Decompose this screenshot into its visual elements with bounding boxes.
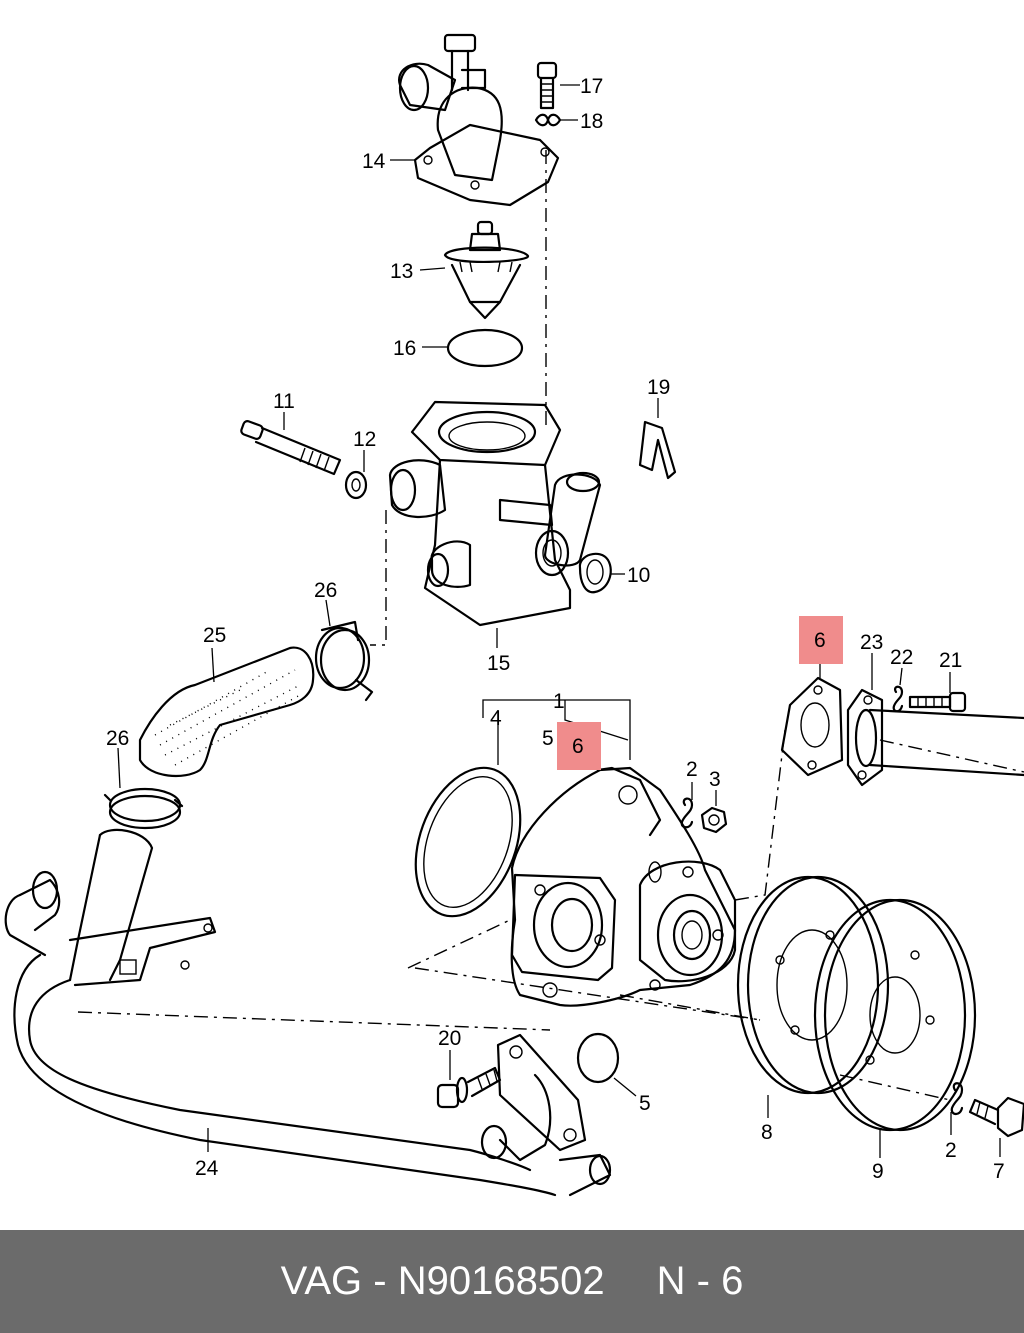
- hose-clamp-26-upper-part: [314, 620, 374, 702]
- brand-label: VAG: [280, 1259, 363, 1303]
- footer-dash: -: [373, 1259, 387, 1303]
- diagram-ref: N: [656, 1259, 686, 1303]
- pipe-flange-23-part: [846, 688, 1024, 787]
- o-ring-16-part: [446, 328, 524, 368]
- part-number-footer: VAG - N90168502 N - 6: [0, 1230, 1024, 1333]
- gasket-10-part: [578, 552, 612, 594]
- washer-18-part: [534, 113, 562, 127]
- water-pump-1-part: [510, 766, 737, 1007]
- callout-9: 9: [872, 1160, 884, 1183]
- callout-6-center: 6: [572, 735, 584, 758]
- footer-dash-2: -: [696, 1259, 710, 1303]
- part-number: N90168502: [397, 1259, 605, 1303]
- thermostat-13-part: [443, 220, 530, 320]
- callout-19: 19: [647, 376, 670, 399]
- bolt-20-part: [436, 1066, 502, 1109]
- spring-washer-2-part: [950, 1082, 964, 1116]
- assembly-lines: [77, 150, 1024, 1101]
- callout-20: 20: [438, 1027, 461, 1050]
- callout-21: 21: [939, 649, 962, 672]
- callout-6-right: 6: [814, 629, 826, 652]
- callout-10: 10: [627, 564, 650, 587]
- callout-11: 11: [273, 390, 295, 413]
- callout-15: 15: [487, 652, 510, 675]
- position-number: 6: [721, 1259, 744, 1303]
- callout-7: 7: [993, 1160, 1005, 1183]
- spring-clip-2-part: [680, 797, 694, 829]
- callout-labels: 17 18 14 13 16 11 19 12 10 26 25 15 6 23…: [106, 75, 1005, 1183]
- pulley-9-part: [813, 898, 977, 1132]
- callout-3: 3: [709, 768, 721, 791]
- o-ring-5-part: [576, 1032, 620, 1084]
- callout-17: 17: [580, 75, 603, 98]
- leader-lines: [117, 84, 1001, 1158]
- callout-23: 23: [860, 631, 883, 654]
- callout-14: 14: [362, 150, 386, 173]
- bolt-21-part: [908, 691, 967, 713]
- callout-26-upper: 26: [314, 579, 337, 602]
- washer-12-part: [344, 470, 368, 500]
- washer-22-part: [892, 685, 904, 713]
- callout-5-upper: 5: [542, 727, 554, 750]
- gasket-4-part: [414, 766, 522, 918]
- bolt-11-part: [240, 420, 342, 476]
- callout-12: 12: [353, 428, 376, 451]
- clip-19-part: [638, 420, 677, 480]
- coolant-flange-15-part: [388, 400, 602, 627]
- pipe-flange-part: [480, 1033, 612, 1197]
- bolt-17-part: [536, 61, 558, 110]
- callout-25: 25: [203, 624, 226, 647]
- callout-4: 4: [490, 707, 502, 730]
- callout-13: 13: [390, 260, 413, 283]
- thermostat-cover-part: [398, 33, 560, 207]
- callout-8: 8: [761, 1121, 773, 1144]
- bolt-7-part: [968, 1096, 1024, 1138]
- coolant-pipe-24-part: [4, 828, 557, 1197]
- callout-18: 18: [580, 110, 603, 133]
- nut-3-part: [700, 806, 728, 834]
- highlight-box-6-right: [799, 616, 843, 664]
- hose-clamp-26-lower-part: [103, 787, 184, 830]
- hose-25-part: [138, 646, 315, 777]
- pulley-8-part: [736, 875, 890, 1095]
- callout-24: 24: [195, 1157, 219, 1180]
- parts-diagram: 17 18 14 13 16 11 19 12 10 26 25 15 6 23…: [4, 33, 1024, 1197]
- callout-5-lower: 5: [639, 1092, 651, 1115]
- callout-1: 1: [553, 690, 565, 713]
- callout-26-lower: 26: [106, 727, 129, 750]
- callout-2-lower: 2: [945, 1139, 957, 1162]
- gasket-6-right-part: [780, 676, 844, 777]
- callout-2-upper: 2: [686, 758, 698, 781]
- highlight-box-6-center: [557, 722, 601, 770]
- callout-16: 16: [393, 337, 416, 360]
- callout-22: 22: [890, 646, 913, 669]
